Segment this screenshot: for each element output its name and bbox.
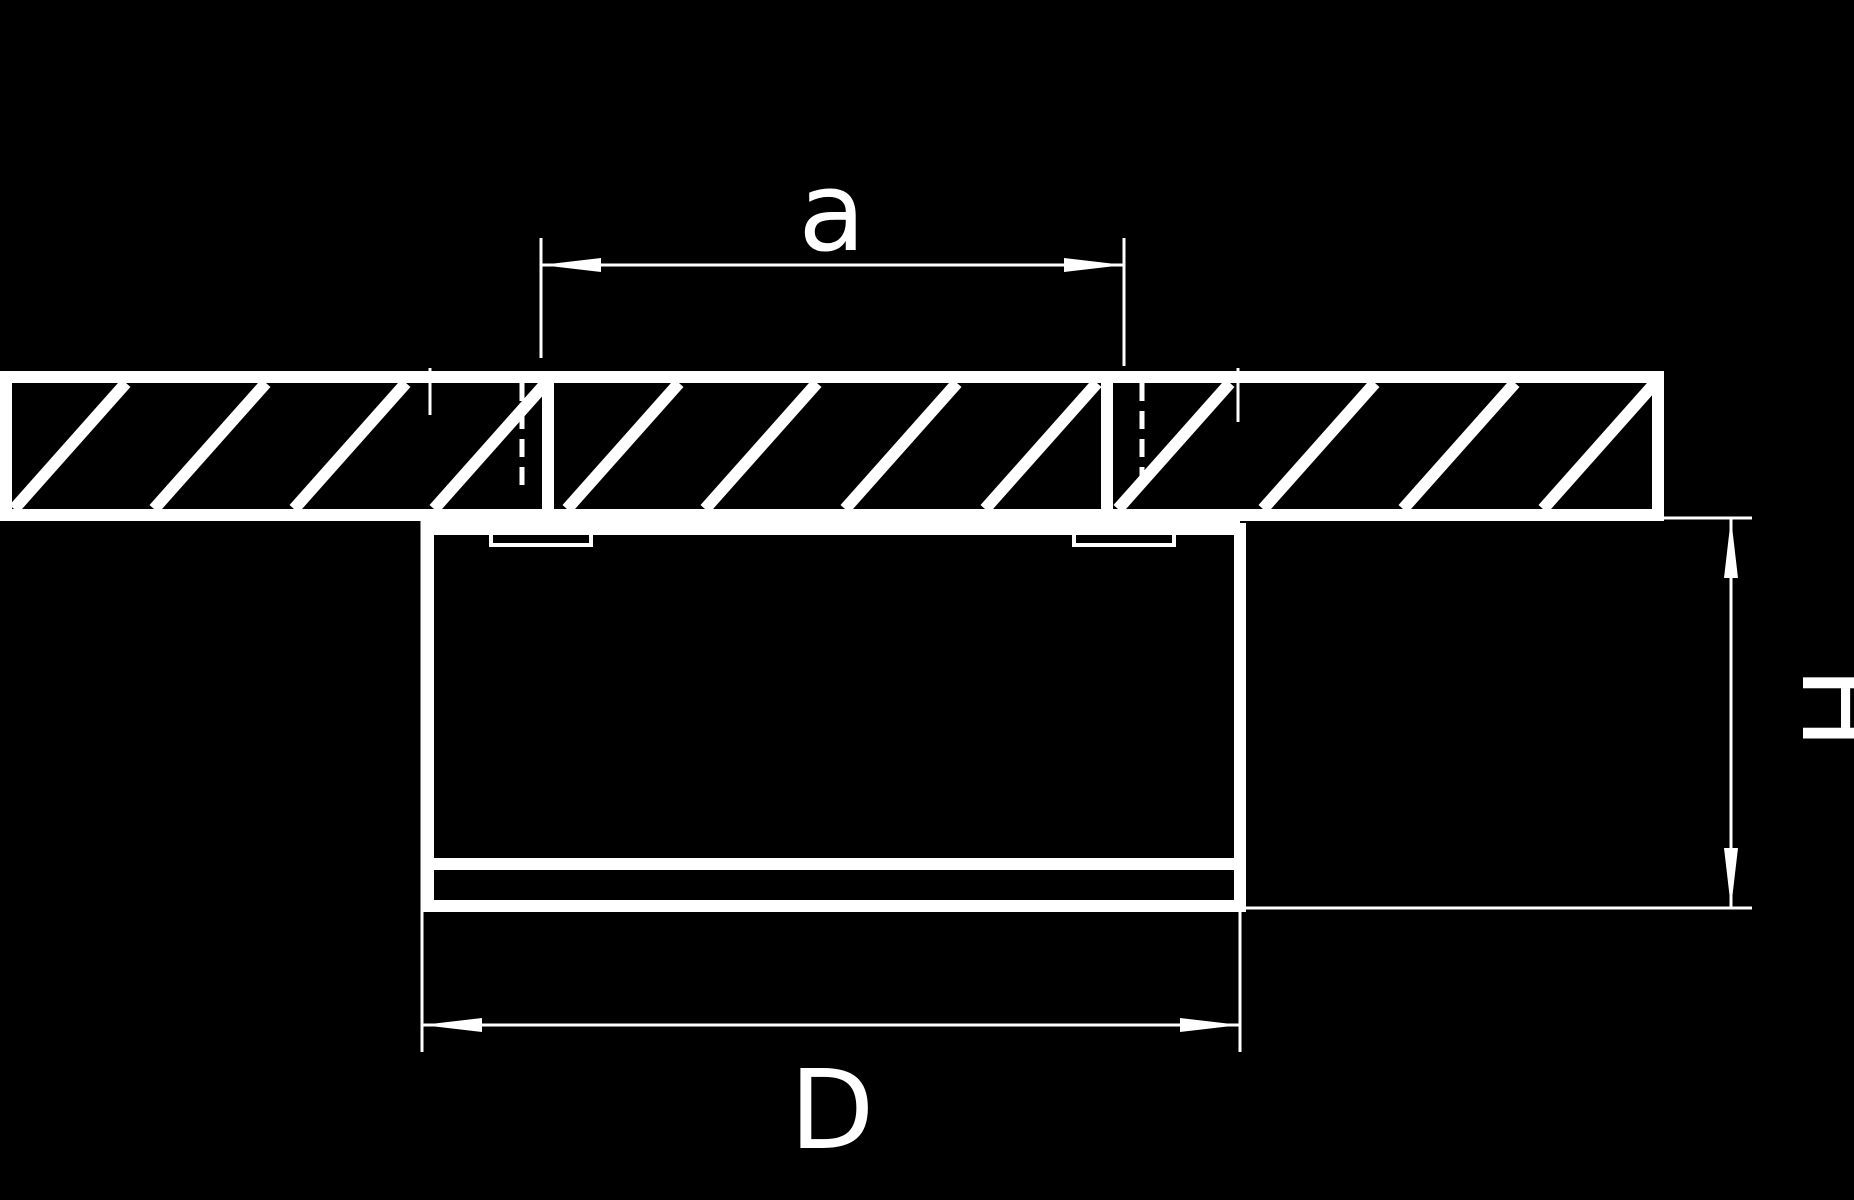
dimension-h: H [1246,516,1854,910]
arrowhead-a-left [541,258,601,272]
arrowhead-d-right [1180,1018,1240,1032]
ceiling-hatching [12,383,1658,509]
lamp-body [422,515,1246,912]
lamp-flange [422,515,1240,529]
dimension-label-d: D [790,1046,875,1174]
arrowhead-a-right [1064,258,1124,272]
mounting-clip-right [1072,523,1176,547]
mounting-clip-left [489,523,593,547]
arrowhead-h-bottom [1724,848,1738,908]
lamp-housing [422,523,1246,912]
dimension-label-h: H [1777,667,1854,750]
ceiling-slab [0,368,1664,521]
arrowhead-d-left [422,1018,482,1032]
dimension-d: D [420,520,1242,1176]
dimension-a: a [539,147,1126,366]
arrowhead-h-top [1724,518,1738,578]
dimension-label-a: a [798,148,865,276]
